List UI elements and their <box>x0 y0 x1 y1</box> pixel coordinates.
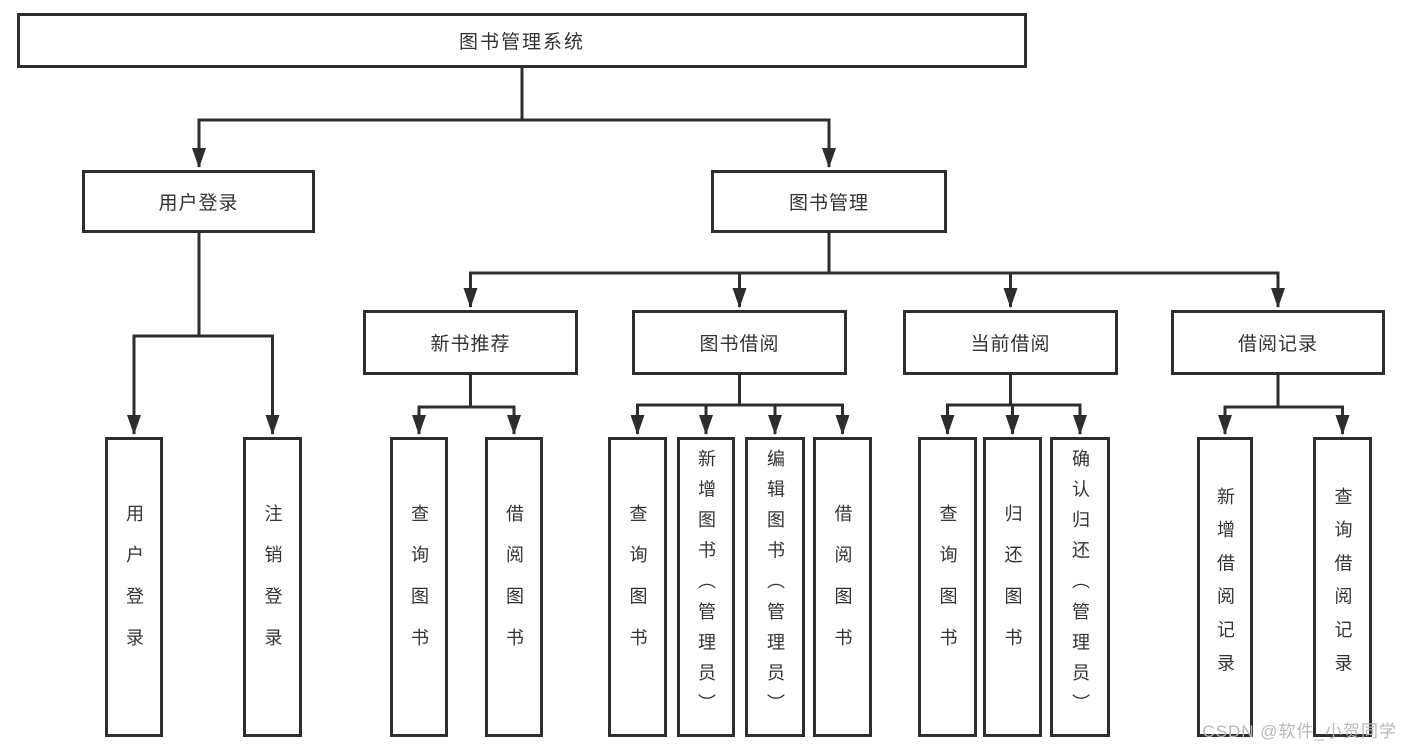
node-library-system: 图书管理系统 <box>17 13 1027 68</box>
leaf-user-login: 用户登录 <box>105 437 163 737</box>
leaf-label: 查询图书 <box>627 504 648 670</box>
leaf-label: 借阅图书 <box>504 504 524 670</box>
leaf-label: 借阅图书 <box>832 504 853 670</box>
leaf-label: 新增借阅记录 <box>1215 487 1235 687</box>
leaf-logout: 注销登录 <box>243 437 302 737</box>
leaf-edit-book-admin: 编辑图书（管理员） <box>745 437 805 737</box>
leaf-label: 查询图书 <box>937 504 958 670</box>
node-new-book-recommend: 新书推荐 <box>363 310 578 375</box>
node-book-management: 图书管理 <box>711 170 947 233</box>
leaf-label: 归还图书 <box>1002 504 1023 670</box>
leaf-query-borrow-record: 查询借阅记录 <box>1313 437 1372 737</box>
leaf-label: 编辑图书（管理员） <box>765 449 785 725</box>
leaf-label: 确认归还（管理员） <box>1070 449 1090 725</box>
leaf-add-borrow-record: 新增借阅记录 <box>1197 437 1253 737</box>
node-book-borrowing: 图书借阅 <box>632 310 847 375</box>
leaf-query-books-recommend: 查询图书 <box>390 437 448 737</box>
node-current-borrowing: 当前借阅 <box>903 310 1118 375</box>
leaf-borrow-books-recommend: 借阅图书 <box>485 437 543 737</box>
leaf-label: 用户登录 <box>124 504 144 670</box>
leaf-label: 新增图书（管理员） <box>696 449 716 725</box>
leaf-label: 注销登录 <box>262 504 283 670</box>
leaf-confirm-return-admin: 确认归还（管理员） <box>1050 437 1110 737</box>
leaf-label: 查询图书 <box>409 504 429 670</box>
leaf-label: 查询借阅记录 <box>1332 487 1353 687</box>
node-borrow-records: 借阅记录 <box>1171 310 1385 375</box>
leaf-query-books-current: 查询图书 <box>918 437 977 737</box>
leaf-return-books: 归还图书 <box>983 437 1042 737</box>
csdn-watermark: CSDN @软件_小贺同学 <box>1202 722 1397 741</box>
leaf-query-books-borrowing: 查询图书 <box>608 437 667 737</box>
leaf-borrow-books: 借阅图书 <box>813 437 872 737</box>
node-user-login: 用户登录 <box>82 170 315 233</box>
leaf-add-book-admin: 新增图书（管理员） <box>677 437 735 737</box>
